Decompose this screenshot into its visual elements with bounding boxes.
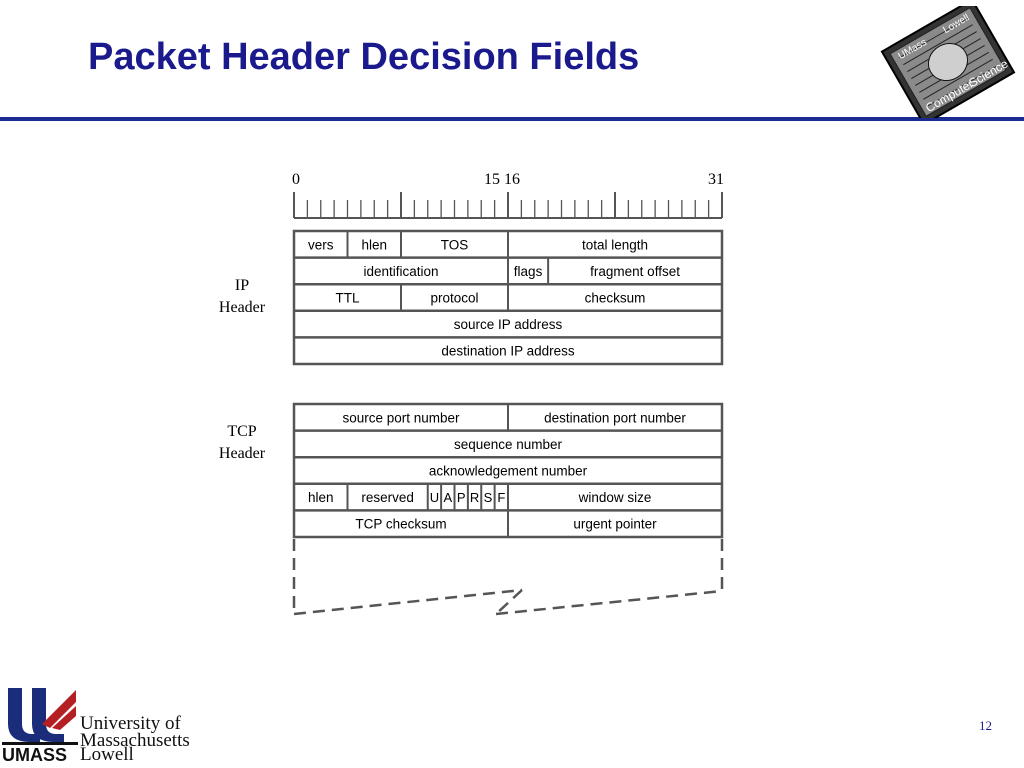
options-break-zigzag xyxy=(495,589,523,615)
tcp-label-line2: Header xyxy=(218,445,266,462)
ip-header-table: vers hlen TOS total length identification fla… xyxy=(292,229,724,366)
ip-header-label: IP Header xyxy=(202,275,282,319)
ruler-label: 0 xyxy=(292,171,300,188)
tcp-field: P xyxy=(457,490,466,505)
tcp-field: source port number xyxy=(342,410,460,425)
tcp-header-table: source port number destination port numbe… xyxy=(292,402,724,539)
ip-field: destination IP address xyxy=(441,344,575,359)
tcp-field: destination port number xyxy=(544,410,686,425)
ruler-label: 15 16 xyxy=(484,171,520,188)
tcp-options-continuation xyxy=(292,539,724,616)
tcp-field: sequence number xyxy=(454,437,563,452)
ip-field: fragment offset xyxy=(590,264,680,279)
ip-field: vers xyxy=(308,237,334,252)
university-line1: University of xyxy=(80,713,181,734)
umass-wordmark: UMASS xyxy=(2,745,68,765)
ruler-label: 31 xyxy=(708,171,724,188)
tcp-field: reserved xyxy=(361,490,414,505)
lowell-wordmark: Lowell xyxy=(80,744,134,765)
ip-field: total length xyxy=(582,237,648,252)
options-break-right xyxy=(495,589,723,616)
ip-field: TTL xyxy=(335,291,359,306)
university-line2: Massachusetts xyxy=(80,730,190,751)
tcp-field: S xyxy=(484,490,493,505)
ip-field: flags xyxy=(514,264,543,279)
ip-field: protocol xyxy=(430,291,478,306)
tcp-field: urgent pointer xyxy=(573,517,657,532)
ip-field: source IP address xyxy=(454,317,563,332)
title-divider xyxy=(0,117,1024,121)
page-number: 12 xyxy=(979,718,992,733)
tcp-field: hlen xyxy=(308,490,334,505)
tcp-label-line1: TCP xyxy=(227,423,257,440)
tcp-field: A xyxy=(443,490,452,505)
tcp-field: acknowledgement number xyxy=(429,464,588,479)
tcp-field: TCP checksum xyxy=(355,517,446,532)
umass-lowell-logo xyxy=(2,684,78,745)
ip-field: hlen xyxy=(361,237,387,252)
slide-title: Packet Header Decision Fields xyxy=(88,36,640,78)
tcp-field: R xyxy=(470,490,479,505)
bit-ruler: 0 15 16 31 xyxy=(292,171,724,219)
options-break-left xyxy=(293,588,523,616)
ip-field: TOS xyxy=(441,237,469,252)
tcp-header-label: TCP Header xyxy=(202,421,282,465)
ip-field: checksum xyxy=(585,291,646,306)
ip-label-line1: IP xyxy=(234,277,250,294)
tcp-field: F xyxy=(497,490,505,505)
ip-field: identification xyxy=(363,264,438,279)
tcp-field: window size xyxy=(578,490,652,505)
ip-label-line2: Header xyxy=(218,299,266,316)
tcp-field: U xyxy=(430,490,439,505)
umass-lowell-cs-logo: UMass Lowell Computer Science xyxy=(880,6,1016,118)
